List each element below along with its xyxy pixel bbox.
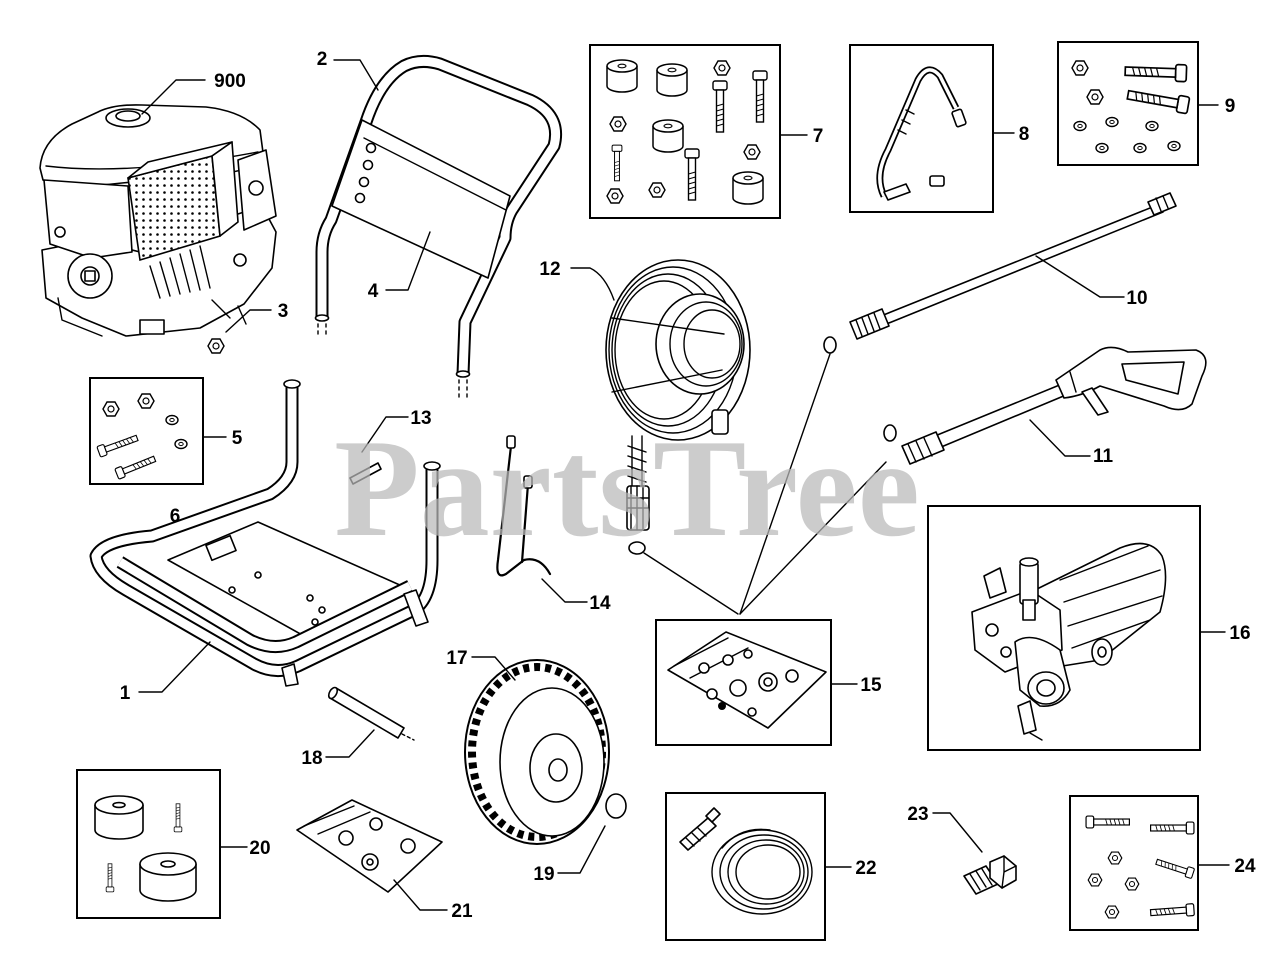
- callout-21: 21: [451, 901, 473, 922]
- handle-plate: [331, 119, 511, 279]
- fitting-23: [963, 855, 1017, 895]
- callout-10: 10: [1126, 288, 1147, 309]
- callouts: 900 2 3 4 5 6 1 7 8 9 12 10 11 13 14 15 …: [120, 49, 1256, 922]
- foot-kit-20: [76, 769, 221, 919]
- callout-4: 4: [368, 281, 379, 302]
- callout-7: 7: [813, 126, 824, 147]
- callout-11: 11: [1093, 446, 1114, 467]
- callout-9: 9: [1225, 96, 1236, 117]
- callout-12: 12: [539, 259, 560, 280]
- hardware-kit-9: [1057, 41, 1199, 166]
- hardware-kit-7: [589, 44, 781, 219]
- callout-3: 3: [278, 301, 289, 322]
- callout-24: 24: [1234, 856, 1256, 877]
- callout-15: 15: [860, 675, 882, 696]
- hardware-kit-5: [89, 377, 204, 485]
- nut-part-3: [207, 338, 225, 354]
- callout-22: 22: [855, 858, 876, 879]
- callout-23: 23: [907, 804, 928, 825]
- callout-16: 16: [1229, 623, 1250, 644]
- wire-clip: [496, 435, 552, 577]
- handle: [314, 61, 556, 399]
- hardware-kit-24: [1069, 795, 1199, 931]
- axle: [327, 686, 415, 741]
- high-pressure-hose: [605, 259, 751, 531]
- spray-wand: [849, 192, 1177, 340]
- chemical-kit-22: [665, 792, 826, 941]
- callout-19: 19: [533, 864, 554, 885]
- callout-18: 18: [301, 748, 322, 769]
- engine: [39, 104, 277, 337]
- callout-13: 13: [410, 408, 431, 429]
- spray-gun: [901, 346, 1207, 465]
- pin: [349, 462, 382, 485]
- callout-6: 6: [170, 506, 181, 527]
- callout-14: 14: [589, 593, 611, 614]
- hose-kit-8: [849, 44, 994, 213]
- seal-kit-15: [655, 619, 832, 746]
- hardware-bag-21: [296, 799, 443, 893]
- callout-900: 900: [214, 71, 246, 92]
- callout-17: 17: [446, 648, 467, 669]
- o-rings: [628, 336, 897, 555]
- callout-8: 8: [1019, 124, 1030, 145]
- leader-lines: [138, 59, 1230, 911]
- callout-2: 2: [317, 49, 328, 70]
- callout-20: 20: [249, 838, 270, 859]
- wheel: [464, 659, 610, 845]
- callout-1: 1: [120, 683, 131, 704]
- frame: [96, 380, 441, 687]
- hub-cap: [605, 793, 627, 819]
- pump: [927, 505, 1201, 751]
- watermark: PartsTree: [334, 411, 920, 566]
- callout-5: 5: [232, 428, 243, 449]
